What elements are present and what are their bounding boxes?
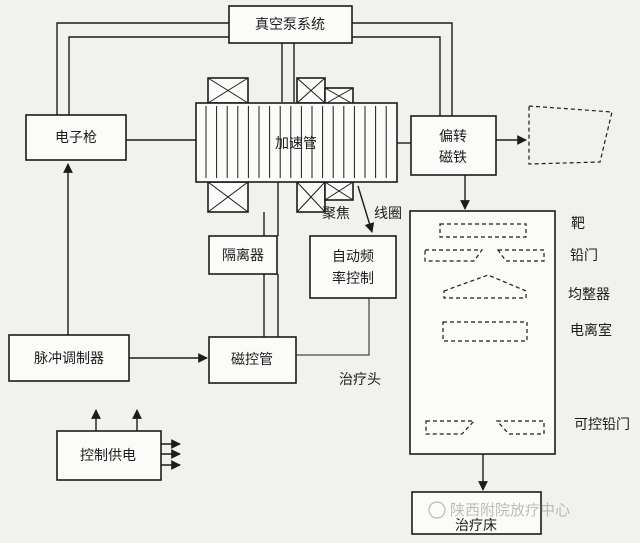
lead-gate-label: 铅门 <box>570 248 598 264</box>
power-control-label: 控制供电 <box>80 448 136 464</box>
treatment-head-box <box>409 210 556 455</box>
collimator-right <box>495 420 545 435</box>
target-label: 靶 <box>571 216 585 232</box>
electron-gun-label: 电子枪 <box>55 129 97 146</box>
bending-magnet-box: 偏转 磁铁 <box>410 115 497 176</box>
flattener-label: 均整器 <box>568 287 610 303</box>
magnetron-label: 磁控管 <box>231 352 273 368</box>
vacuum-pump-box: 真空泵系统 <box>228 5 353 44</box>
vacuum-pipes <box>56 22 453 116</box>
isolator-box: 隔离器 <box>208 235 278 275</box>
afc-label-1: 自动频 <box>332 249 374 265</box>
accelerator-box: 加速管 <box>195 102 398 183</box>
collimator-label: 可控铅门 <box>574 417 630 433</box>
afc-label-2: 率控制 <box>332 270 374 287</box>
bending-magnet-label-1: 偏转 <box>439 129 467 145</box>
pulse-modulator-label: 脉冲调制器 <box>34 351 104 367</box>
flattener-shape <box>443 274 527 299</box>
treatment-head-label: 治疗头 <box>339 372 381 388</box>
beam-output-shape <box>528 105 613 165</box>
isolator-label: 隔离器 <box>222 247 264 264</box>
ion-chamber-label: 电离室 <box>570 322 612 339</box>
treatment-couch-label: 治疗床 <box>455 518 497 534</box>
focus-coils <box>207 77 354 213</box>
electron-gun-box: 电子枪 <box>25 114 127 161</box>
focus-coil-label-1: 聚焦 <box>322 206 350 222</box>
lead-gate-left <box>424 249 484 262</box>
treatment-couch-box: 治疗床 <box>411 491 542 535</box>
lead-gate-right <box>496 249 545 262</box>
watermark-icon <box>428 501 446 519</box>
bending-magnet-label-2: 磁铁 <box>439 150 467 166</box>
ion-chamber-shape <box>442 321 528 342</box>
afc-box: 自动频 率控制 <box>309 235 397 299</box>
watermark: 陕西附院放疗中心 <box>428 501 570 519</box>
focus-coil-label-2: 线圈 <box>374 206 402 222</box>
magnetron-box: 磁控管 <box>208 336 297 384</box>
target-shape <box>439 223 527 238</box>
focus-coil-pointer <box>357 185 375 233</box>
accelerator-label: 加速管 <box>275 136 317 152</box>
pulse-modulator-box: 脉冲调制器 <box>8 334 130 382</box>
vacuum-pump-label: 真空泵系统 <box>255 17 325 33</box>
power-control-box: 控制供电 <box>56 430 162 481</box>
accelerator-fins <box>205 106 387 178</box>
watermark-text: 陕西附院放疗中心 <box>450 501 570 519</box>
afc-to-magnetron-line <box>296 298 370 356</box>
collimator-left <box>425 420 476 435</box>
